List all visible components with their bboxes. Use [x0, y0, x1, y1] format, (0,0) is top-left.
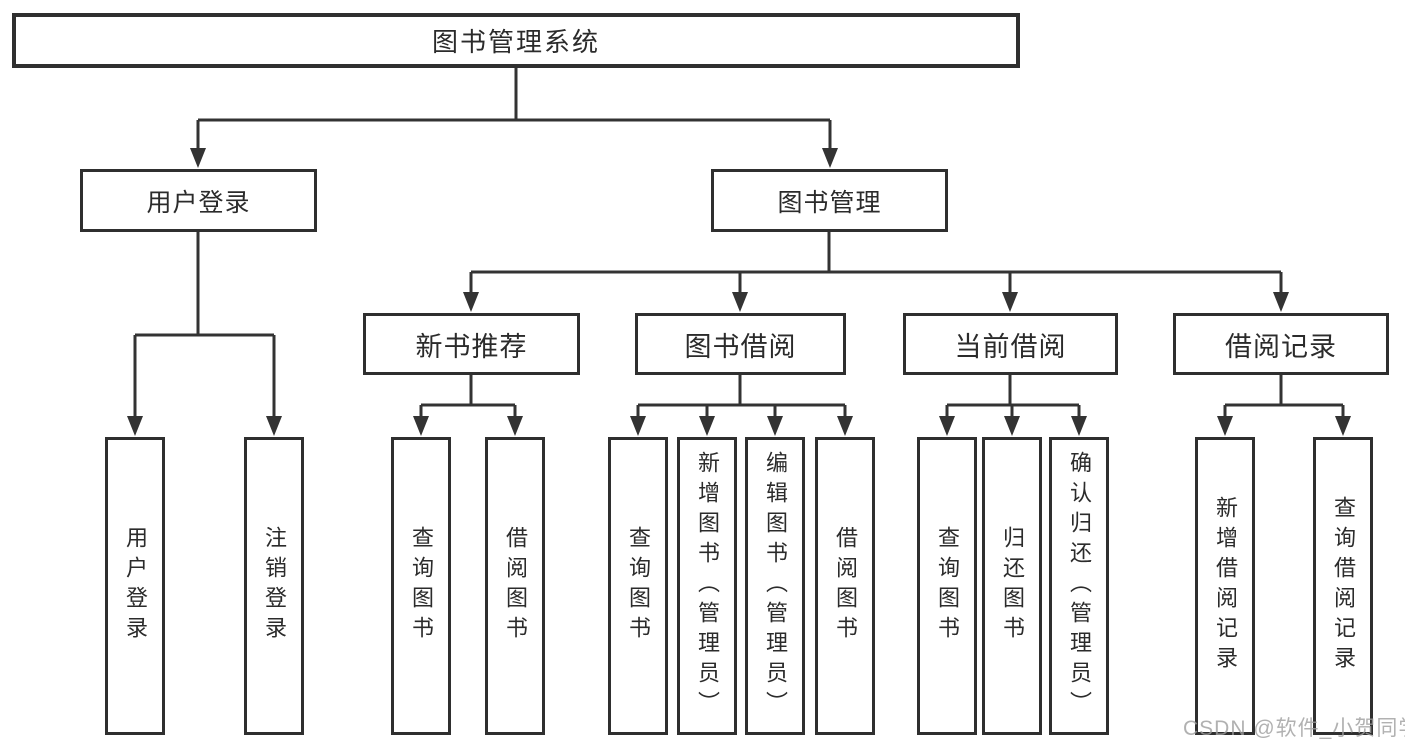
leaf-borrow-book: 借阅图书 [815, 437, 875, 735]
leaf-query-book-borrow: 查询图书 [608, 437, 668, 735]
leaf-edit-book-admin: 编辑图书（管理员） [745, 437, 805, 735]
node-new-book-recommend: 新书推荐 [363, 313, 580, 375]
leaf-query-book-current: 查询图书 [917, 437, 977, 735]
node-book-borrow: 图书借阅 [635, 313, 846, 375]
node-current-borrow: 当前借阅 [903, 313, 1118, 375]
leaf-add-book-admin: 新增图书（管理员） [677, 437, 737, 735]
node-user-login: 用户登录 [80, 169, 317, 232]
leaf-query-book-recommend: 查询图书 [391, 437, 451, 735]
leaf-user-login: 用户登录 [105, 437, 165, 735]
leaf-return-book: 归还图书 [982, 437, 1042, 735]
node-borrow-record: 借阅记录 [1173, 313, 1389, 375]
node-root: 图书管理系统 [12, 13, 1020, 68]
connector-arrows [127, 148, 1351, 436]
leaf-add-borrow-record: 新增借阅记录 [1195, 437, 1255, 735]
connector-paths [133, 68, 1345, 418]
leaf-borrow-book-recommend: 借阅图书 [485, 437, 545, 735]
leaf-confirm-return-admin: 确认归还（管理员） [1049, 437, 1109, 735]
watermark: CSDN @软件_小贺同学 [1183, 717, 1405, 740]
leaf-query-borrow-record: 查询借阅记录 [1313, 437, 1373, 735]
leaf-logout: 注销登录 [244, 437, 304, 735]
node-book-management: 图书管理 [711, 169, 948, 232]
